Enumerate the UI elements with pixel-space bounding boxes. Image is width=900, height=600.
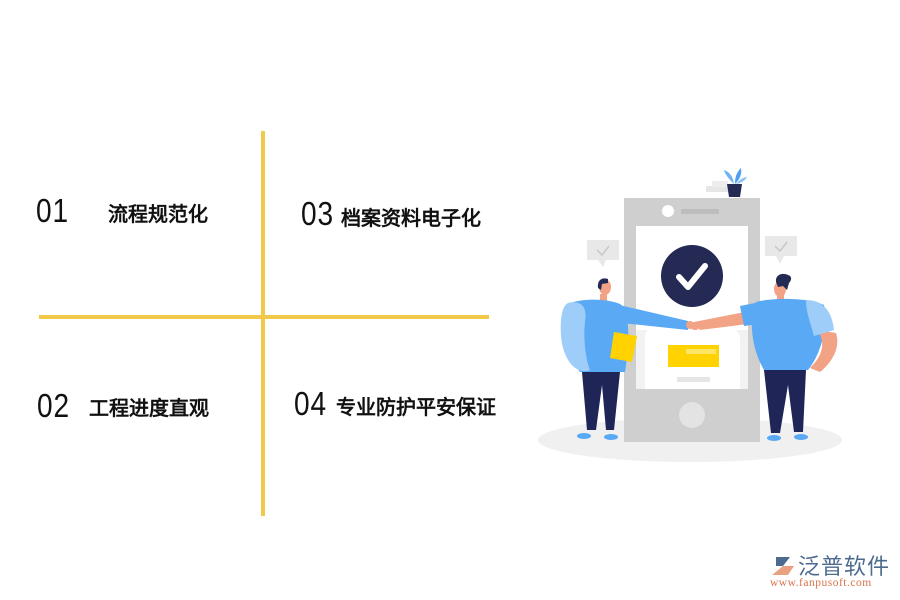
item-label: 流程规范化: [108, 202, 208, 226]
logo-url: www.fanpusoft.com: [770, 577, 872, 589]
item-label: 专业防护平安保证: [336, 395, 496, 419]
speech-bubble-left-icon: [587, 240, 619, 267]
item-label: 工程进度直观: [89, 396, 209, 420]
speech-bubble-right-icon: [765, 236, 797, 264]
horizontal-divider: [39, 315, 489, 319]
teamwork-illustration: [535, 160, 865, 470]
vertical-divider: [261, 131, 265, 516]
person-right-icon: [690, 273, 838, 441]
logo-mark-icon: [772, 557, 794, 575]
item-label: 档案资料电子化: [341, 206, 481, 230]
item-number: 02: [37, 387, 70, 424]
logo-brand-name: 泛普软件: [798, 555, 891, 580]
person-left-icon: [560, 278, 694, 440]
fanpusoft-logo[interactable]: 泛普软件 www.fanpusoft.com: [768, 553, 893, 593]
item-number: 03: [301, 195, 334, 232]
plant-icon: [706, 168, 747, 197]
item-number: 04: [294, 385, 327, 422]
item-number: 01: [36, 192, 69, 229]
check-circle-icon: [661, 245, 723, 307]
